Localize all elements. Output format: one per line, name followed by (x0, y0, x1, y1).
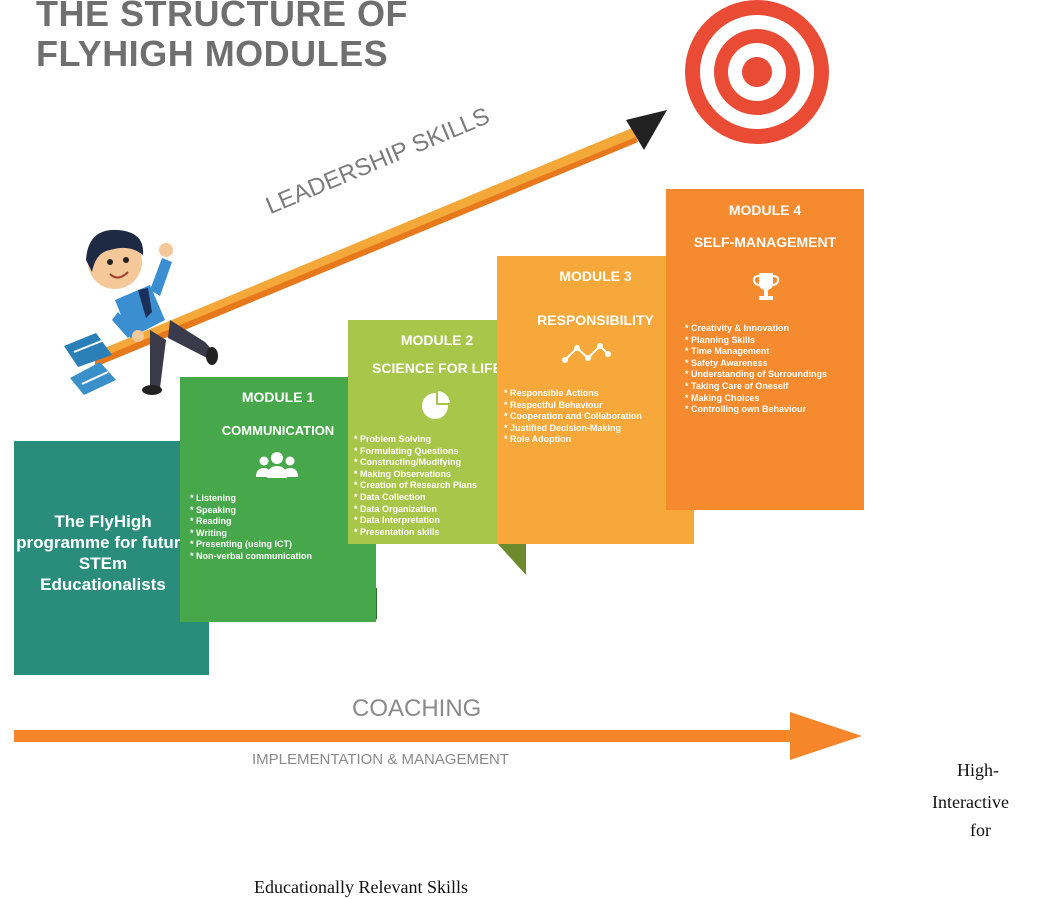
module-3-number: MODULE 3 (559, 268, 632, 284)
leadership-arrow (64, 110, 667, 395)
list-item: Presenting (using ICT) (190, 539, 312, 551)
module-2-block: MODULE 2 SCIENCE FOR LIFE Problem Solvin… (348, 320, 526, 544)
flyhigh-programme-block: The FlyHigh programme for future STEm Ed… (14, 441, 209, 675)
list-item: Creation of Research Plans (354, 480, 477, 492)
module-3-block: MODULE 3 RESPONSIBILITY Responsible Acti… (497, 256, 694, 544)
list-item: Responsible Actions (504, 388, 642, 400)
target-icon (685, 0, 829, 144)
list-item: Reading (190, 516, 312, 528)
module-4-skill-list: Creativity & Innovation Planning Skills … (685, 323, 827, 416)
list-item: Taking Care of Oneself (685, 381, 827, 393)
list-item: Formulating Questions (354, 446, 477, 458)
list-item: Cooperation and Collaboration (504, 411, 642, 423)
implementation-management-label: IMPLEMENTATION & MANAGEMENT (252, 751, 509, 768)
module-2-name: SCIENCE FOR LIFE (372, 360, 502, 376)
trophy-icon (752, 273, 780, 300)
title-line-2: FLYHIGH MODULES (36, 33, 389, 74)
module-2-fold-shadow (497, 543, 526, 575)
list-item: Creativity & Innovation (685, 323, 827, 335)
list-item: Data Collection (354, 492, 477, 504)
list-item: Listening (190, 493, 312, 505)
coaching-arrow (14, 712, 862, 760)
module-4-name: SELF-MANAGEMENT (693, 234, 837, 250)
people-icon (256, 452, 298, 478)
flyhigh-programme-text: The FlyHigh programme for future STEm Ed… (16, 512, 190, 594)
module-1-name: COMMUNICATION (221, 423, 335, 438)
list-item: Making Observations (354, 469, 477, 481)
caption-right-line-2: Interactive (932, 792, 1009, 812)
list-item: Safety Awareness (685, 358, 827, 370)
list-item: Writing (190, 528, 312, 540)
list-item: Problem Solving (354, 434, 477, 446)
list-item: Role Adoption (504, 434, 642, 446)
list-item: Time Management (685, 346, 827, 358)
list-item: Justified Decision-Making (504, 423, 642, 435)
caption-right-line-1: High- (957, 760, 999, 780)
module-4-number: MODULE 4 (728, 202, 802, 218)
list-item: Planning Skills (685, 335, 827, 347)
list-item: Constructing/Modifying (354, 457, 477, 469)
caption-bottom: Educationally Relevant Skills (254, 877, 468, 897)
student-character-illustration (86, 229, 218, 395)
list-item: Data Organization (354, 504, 477, 516)
module-3-name: RESPONSIBILITY (537, 312, 654, 328)
module-1-block: MODULE 1 COMMUNICATION Listening Speakin… (180, 377, 376, 622)
list-item: Data Interpretation (354, 515, 477, 527)
line-graph-icon (562, 343, 611, 363)
diagram-title: THE STRUCTURE OF FLYHIGH MODULES (36, 0, 408, 74)
list-item: Respectful Behaviour (504, 400, 642, 412)
caption-right-line-3: for (970, 820, 991, 840)
module-4-block: MODULE 4 SELF-MANAGEMENT Creativity & In… (666, 189, 864, 510)
module-1-number: MODULE 1 (241, 389, 315, 405)
list-item: Controlling own Behaviour (685, 404, 827, 416)
module-2-number: MODULE 2 (400, 332, 474, 348)
title-line-1: THE STRUCTURE OF (36, 0, 408, 34)
list-item: Making Choices (685, 393, 827, 405)
list-item: Presentation skills (354, 527, 477, 539)
module-2-skill-list: Problem Solving Formulating Questions Co… (354, 434, 477, 538)
pie-chart-icon (422, 388, 453, 419)
list-item: Non-verbal communication (190, 551, 312, 563)
coaching-label: COACHING (352, 695, 482, 722)
list-item: Speaking (190, 505, 312, 517)
list-item: Understanding of Surroundings (685, 369, 827, 381)
module-3-skill-list: Responsible Actions Respectful Behaviour… (504, 388, 642, 446)
module-1-skill-list: Listening Speaking Reading Writing Prese… (190, 493, 312, 563)
